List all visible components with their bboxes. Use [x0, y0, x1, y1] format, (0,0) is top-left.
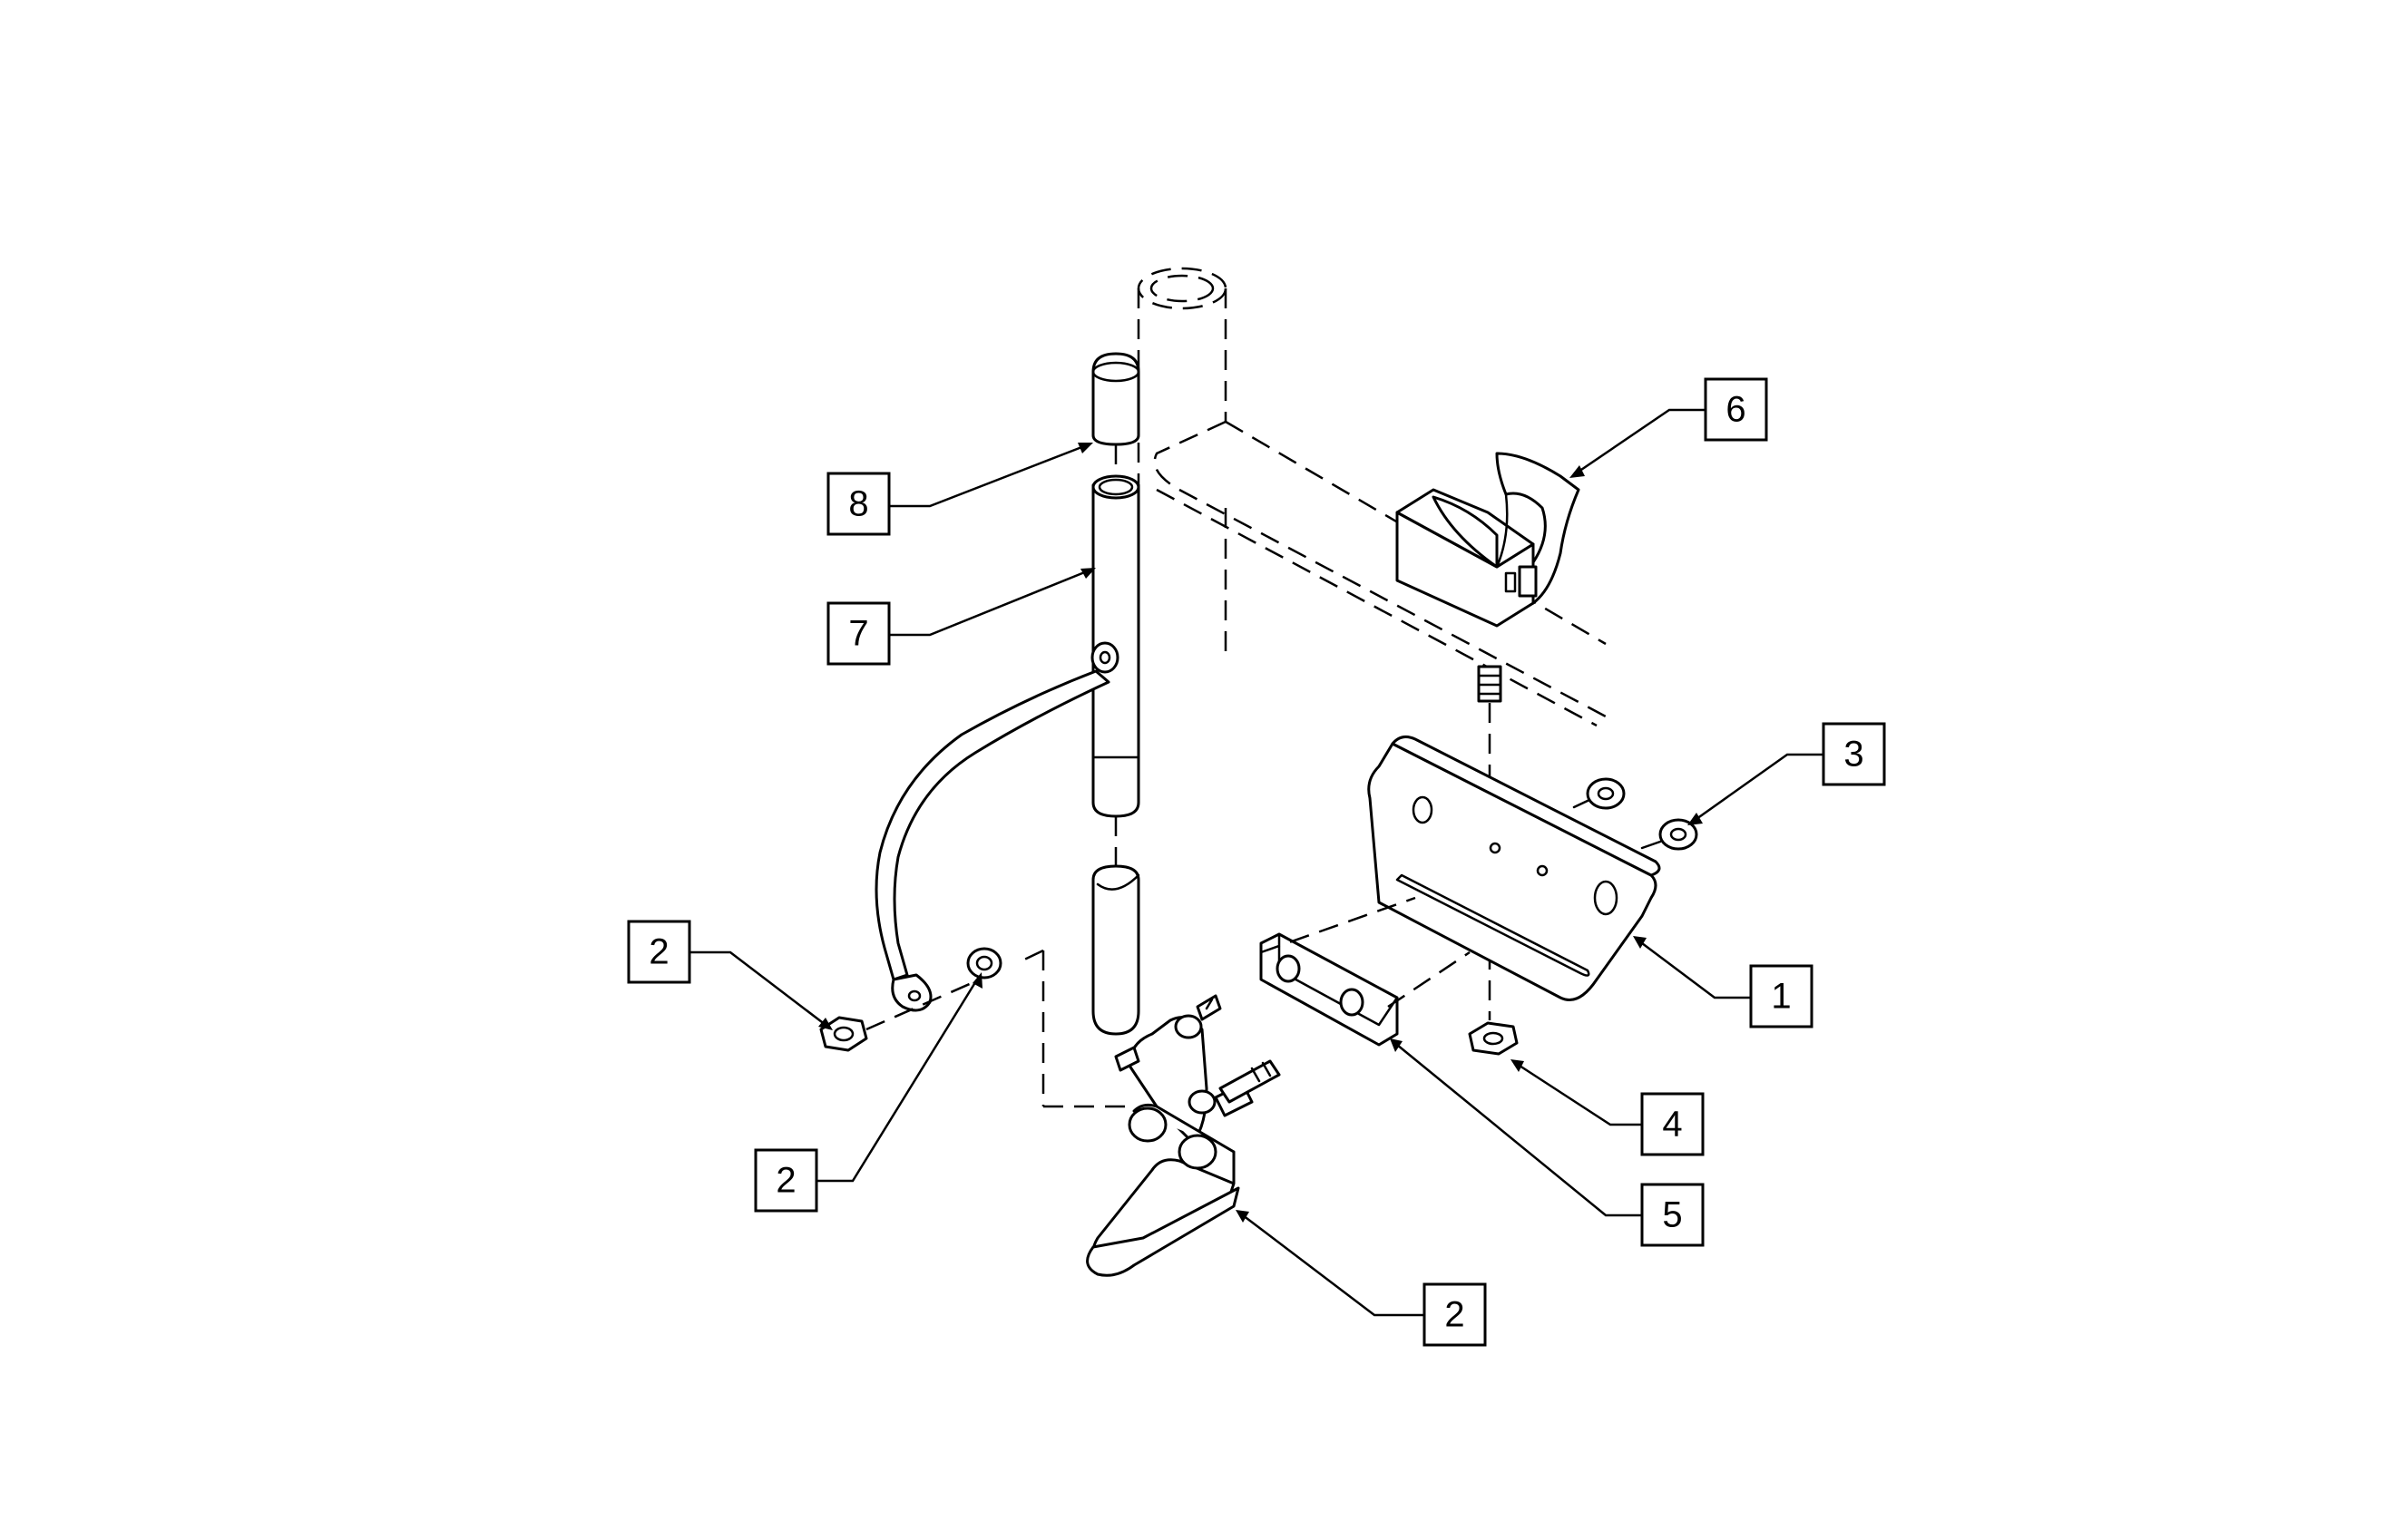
callout-6: 6 — [1704, 377, 1768, 442]
callout-4: 4 — [1640, 1092, 1705, 1156]
nut-washer-right — [1572, 777, 1698, 851]
callout-1-label: 1 — [1771, 977, 1791, 1017]
callout-5: 5 — [1640, 1183, 1705, 1247]
callout-3: 3 — [1822, 722, 1886, 786]
hex-nut — [1468, 1021, 1519, 1056]
callout-2-bottom: 2 — [1422, 1282, 1487, 1347]
callout-2-washer: 2 — [754, 1148, 818, 1213]
callout-4-label: 4 — [1662, 1105, 1682, 1145]
clamp-part — [1395, 452, 1580, 628]
slider-block — [1259, 896, 1471, 1047]
callout-2-bottom-label: 2 — [1444, 1295, 1464, 1335]
leader-lines — [689, 408, 1823, 1317]
callout-6-label: 6 — [1725, 390, 1745, 430]
bracket-part — [1367, 735, 1661, 1001]
callout-7-label: 7 — [848, 614, 868, 654]
callout-5-label: 5 — [1662, 1195, 1682, 1235]
support-tube — [875, 474, 1140, 1012]
callout-8: 8 — [826, 472, 891, 536]
tube-cap — [1091, 352, 1140, 476]
callout-2-left: 2 — [627, 920, 691, 984]
lower-hanger — [1020, 864, 1281, 1277]
callout-1: 1 — [1749, 964, 1813, 1028]
callout-7: 7 — [826, 601, 891, 666]
callout-3-label: 3 — [1843, 735, 1863, 775]
callout-2-left-label: 2 — [649, 932, 669, 972]
callout-2-washer-label: 2 — [776, 1161, 796, 1201]
nut-washer-left — [819, 947, 1002, 1052]
callout-8-label: 8 — [848, 484, 868, 524]
